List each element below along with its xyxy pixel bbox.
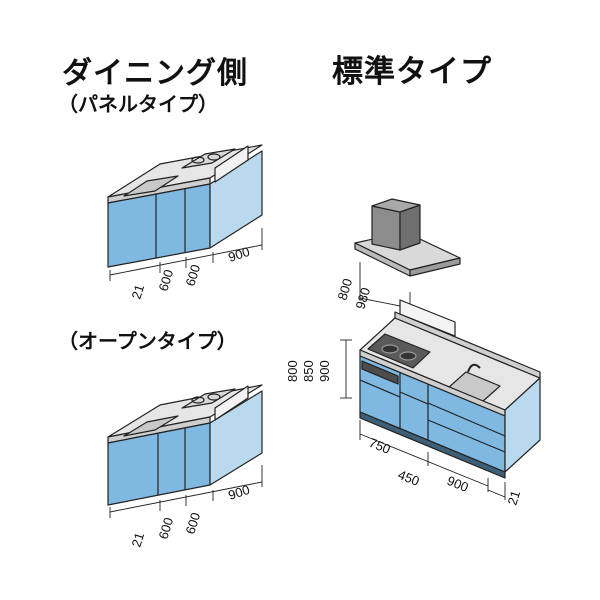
standard-cooktop: [367, 333, 431, 369]
range-hood: [354, 198, 461, 277]
panel-dim-a: 600: [156, 268, 177, 293]
open-cabinet-side: [209, 390, 263, 486]
panel-type-kitchen: [107, 144, 263, 268]
standard-height-1: 800: [285, 360, 300, 382]
panel-sink: [123, 175, 179, 197]
open-back-guard: [214, 385, 249, 421]
open-dim-a: 600: [156, 516, 177, 541]
hood-dim-2: 980: [353, 286, 374, 311]
hood-chimney-top: [371, 198, 421, 213]
open-dim-c: 900: [226, 482, 251, 503]
standard-plinth: [359, 411, 506, 479]
dining-side-heading: ダイニング側: [62, 56, 248, 91]
open-sink: [123, 415, 179, 437]
standard-width-3: 900: [445, 473, 471, 495]
standard-width-1: 750: [367, 435, 393, 457]
panel-back-guard: [214, 145, 249, 183]
standard-height-3: 900: [317, 360, 332, 382]
standard-back-upstand: [394, 311, 541, 379]
standard-glass-guard: [399, 299, 456, 337]
standard-height-2: 850: [301, 360, 316, 382]
standard-oven-panel: [361, 360, 399, 385]
hood-chimney-side: [399, 204, 421, 251]
panel-dim-c: 900: [226, 244, 251, 265]
hood-chimney-front: [371, 205, 401, 251]
panel-type-heading: （パネルタイプ）: [58, 92, 218, 116]
open-dim-b: 600: [183, 511, 204, 536]
open-type-kitchen: [107, 384, 263, 506]
open-dim-end: 21: [129, 531, 148, 549]
panel-dim-b: 600: [183, 263, 204, 288]
standard-width-2: 450: [396, 467, 422, 489]
standard-cabinet-side: [504, 377, 541, 473]
standard-end: 21: [505, 489, 524, 507]
standard-faucet: [467, 363, 481, 373]
panel-dimension-lines: [109, 228, 263, 281]
standard-type-heading: 標準タイプ: [332, 54, 492, 90]
standard-kitchen: [359, 299, 541, 479]
open-dimension-lines: [109, 465, 263, 518]
standard-dimension-lines: [340, 339, 506, 500]
open-type-heading: （オープンタイプ）: [58, 329, 237, 353]
hood-dim-1: 800: [335, 277, 356, 302]
hood-body-side: [409, 257, 461, 277]
panel-dim-end: 21: [129, 283, 148, 301]
